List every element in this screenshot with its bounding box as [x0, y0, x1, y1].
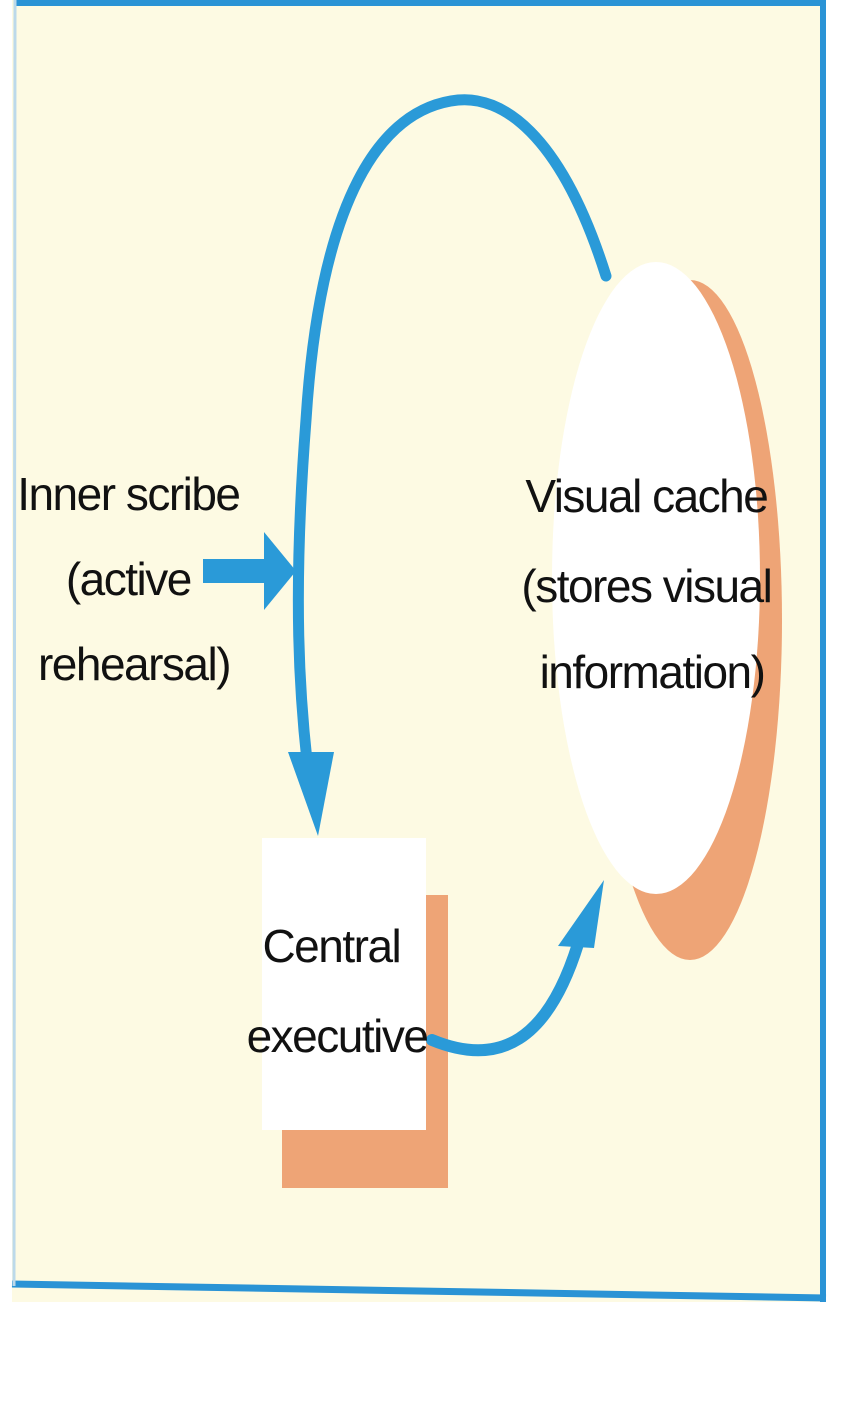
inner-scribe-arrow-head [264, 532, 296, 610]
central-executive-label: Central executive [247, 920, 428, 1062]
visual-cache-label: Visual cache (stores visual information) [521, 470, 782, 698]
inner-scribe-label: Inner scribe (active rehearsal) [17, 468, 251, 690]
central-executive-box [262, 838, 426, 1130]
executive-to-cache-arrow-shaft [426, 938, 584, 1057]
visual-cache-line-3: information) [540, 646, 765, 698]
executive-to-cache-arrow-head [558, 880, 604, 948]
central-executive-line-1: Central [262, 920, 400, 972]
inner-scribe-arrow-shaft [203, 559, 269, 583]
inner-scribe-line-2: (active [66, 553, 191, 605]
central-executive-line-2: executive [247, 1010, 428, 1062]
inner-scribe-line-3: rehearsal) [38, 638, 230, 690]
loop-arrow-shaft [292, 94, 612, 776]
panel-frame [11, 0, 827, 1302]
visual-cache-line-1: Visual cache [525, 470, 767, 522]
inner-scribe-line-1: Inner scribe [17, 468, 239, 520]
loop-arrow-head [288, 752, 334, 836]
visual-cache-ellipse [552, 262, 760, 894]
visual-cache-line-2: (stores visual [521, 560, 771, 612]
